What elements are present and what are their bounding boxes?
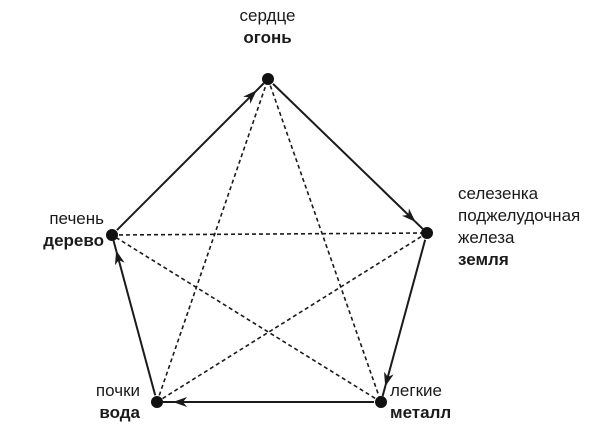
wood-label: печень дерево xyxy=(2,208,104,252)
generating-cycle xyxy=(112,82,427,407)
controlling-line-fire-metal xyxy=(267,78,382,403)
metal-organ-label: легкие xyxy=(390,381,442,400)
controlling-line-wood-earth xyxy=(111,232,428,236)
earth-organ-label-1: селезенка xyxy=(458,184,539,203)
earth-organ-label-3: железа xyxy=(458,228,515,247)
controlling-cycle xyxy=(111,78,428,403)
generating-arrow-tail-earth-metal xyxy=(381,385,387,397)
generating-arrow-earth-metal xyxy=(384,239,427,387)
wood-element-label: дерево xyxy=(43,231,104,250)
water-node xyxy=(151,396,163,408)
generating-arrow-fire-earth xyxy=(272,83,416,222)
metal-label: легкие металл xyxy=(390,380,510,424)
fire-element-label: огонь xyxy=(243,28,292,47)
generating-arrow-wood-fire xyxy=(116,90,257,231)
generating-arrow-tail-wood-fire xyxy=(255,82,265,92)
generating-arrow-tail-fire-earth xyxy=(414,220,424,230)
earth-organ-label-2: поджелудочная xyxy=(458,206,581,225)
earth-label: селезенка поджелудочная железа земля xyxy=(458,183,600,271)
water-element-label: вода xyxy=(99,403,140,422)
earth-node xyxy=(421,227,433,239)
controlling-line-metal-wood xyxy=(111,234,382,403)
fire-organ-label: сердце xyxy=(239,6,296,25)
water-label: почки вода xyxy=(30,380,140,424)
wood-organ-label: печень xyxy=(49,209,104,228)
earth-element-label: земля xyxy=(458,250,509,269)
controlling-line-water-fire xyxy=(156,78,269,403)
controlling-line-earth-water xyxy=(156,232,428,403)
fire-label: сердце огонь xyxy=(210,5,325,49)
wood-node xyxy=(106,229,118,241)
water-organ-label: почки xyxy=(95,381,140,400)
fire-node xyxy=(262,73,274,85)
generating-arrow-tail-water-wood xyxy=(112,240,118,252)
metal-element-label: металл xyxy=(390,403,452,422)
metal-node xyxy=(375,396,387,408)
generating-arrow-water-wood xyxy=(114,250,157,396)
element-nodes xyxy=(106,73,433,408)
